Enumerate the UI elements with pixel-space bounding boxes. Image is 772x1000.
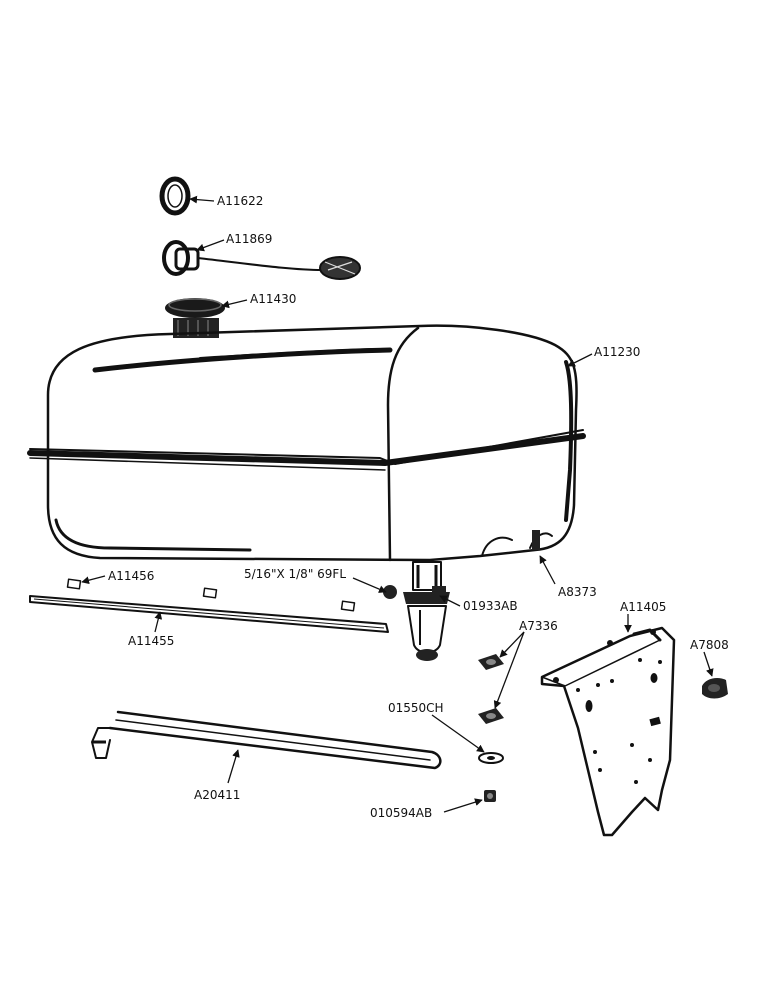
label-a11430: A11430 — [250, 292, 296, 306]
tank-flange — [27, 429, 586, 471]
label-010594ab: 010594AB — [370, 806, 432, 820]
label-a11455: A11455 — [128, 634, 174, 648]
nut-upper — [478, 654, 504, 670]
label-a11622: A11622 — [217, 194, 263, 208]
label-a11869: A11869 — [226, 232, 272, 246]
label-a20411: A20411 — [194, 788, 240, 802]
label-a7808: A7808 — [690, 638, 729, 652]
label-a7336: A7336 — [519, 619, 558, 633]
drain-plug — [532, 530, 540, 550]
shutoff-valve — [383, 561, 450, 661]
mounting-bracket — [540, 626, 676, 837]
label-a11456: A11456 — [108, 569, 154, 583]
washer — [478, 752, 504, 764]
label-bolt-spec: 5/16"X 1/8" 69FL — [244, 567, 346, 581]
label-01933ab: 01933AB — [463, 599, 518, 613]
small-nut — [484, 790, 496, 802]
label-a11405: A11405 — [620, 600, 666, 614]
label-01550ch: 01550CH — [388, 701, 444, 715]
fuel-strainer — [162, 240, 361, 280]
nut-a7808 — [702, 678, 728, 699]
label-a8373: A8373 — [558, 585, 597, 599]
support-bar — [91, 710, 442, 770]
gasket-ring — [159, 176, 191, 216]
tank-strap — [29, 578, 389, 633]
nut-lower — [478, 708, 504, 724]
label-a11230: A11230 — [594, 345, 640, 359]
fuel-tank — [46, 324, 578, 562]
leader-lines — [81, 195, 714, 813]
